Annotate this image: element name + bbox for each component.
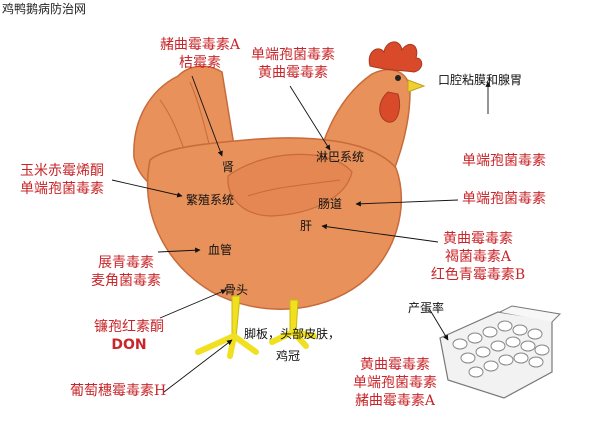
organ-blood-vessel: 血管 (208, 243, 233, 257)
chicken-illustration (133, 41, 426, 359)
toxin-reproductive-2: 单端孢菌毒素 (20, 181, 104, 197)
pointer-arrows (111, 75, 491, 393)
organ-reproductive-system: 繁殖系统 (186, 193, 235, 207)
toxin-blood-2: 麦角菌毒素 (91, 273, 161, 289)
organ-bone: 骨头 (224, 283, 249, 297)
organ-kidney: 肾 (222, 160, 235, 174)
beak (407, 79, 426, 93)
arrow-liver (321, 223, 439, 243)
arrow-intestine (355, 199, 459, 207)
toxin-bone-2: DON (111, 337, 147, 353)
toxin-egg-1: 黄曲霉毒素 (360, 357, 430, 373)
arrow-kidney (191, 75, 223, 157)
arrow-lymph (289, 85, 331, 151)
toxin-liver-2: 褐菌毒素A (444, 249, 512, 265)
organ-egg-production: 产蛋率 (408, 301, 445, 315)
left-leg (231, 295, 241, 339)
toxin-kidney-2: 桔霉素 (179, 55, 221, 71)
organ-lymph-system: 淋巴系统 (316, 150, 365, 164)
toxin-egg-2: 单端孢菌毒素 (353, 375, 437, 391)
toxin-lymph-1: 单端孢菌毒素 (251, 47, 335, 63)
arrow-reproductive (111, 179, 183, 198)
toxin-mouth: 单端孢菌毒素 (462, 153, 546, 169)
toxin-bone-1: 镰孢红素酮 (94, 319, 164, 335)
organ-intestine: 肠道 (318, 197, 343, 211)
organ-liver: 肝 (300, 219, 313, 233)
arrow-skin (163, 339, 233, 393)
toxin-lymph-2: 黄曲霉毒素 (258, 65, 328, 81)
toxin-egg-3: 赭曲霉毒素A (354, 393, 436, 409)
organ-skin-line2: 鸡冠 (276, 349, 301, 363)
comb (368, 41, 423, 73)
arrow-blood (157, 247, 201, 253)
toxin-skin: 葡萄穗霉毒素H (70, 383, 167, 399)
arrow-egg (429, 309, 449, 341)
toxin-kidney-1: 赭曲霉毒素A (159, 37, 241, 53)
organ-mouth-proventriculus: 口腔粘膜和腺胃 (438, 73, 523, 87)
wing (227, 153, 353, 217)
toxin-liver-1: 黄曲霉毒素 (443, 231, 513, 247)
organ-skin-line1: 脚板，头部皮肤， (244, 327, 341, 341)
toxin-intestine: 单端孢菌毒素 (462, 191, 546, 207)
egg-tray (439, 305, 562, 399)
toxin-reproductive-1: 玉米赤霉烯酮 (20, 163, 104, 179)
wattle (379, 91, 401, 123)
toxin-blood-1: 展青毒素 (98, 255, 154, 271)
toxin-liver-3: 红色青霉毒素B (430, 267, 526, 283)
arrow-bone (159, 289, 227, 319)
watermark: 鸡鸭鹅病防治网 (2, 2, 87, 16)
eye (395, 75, 401, 81)
